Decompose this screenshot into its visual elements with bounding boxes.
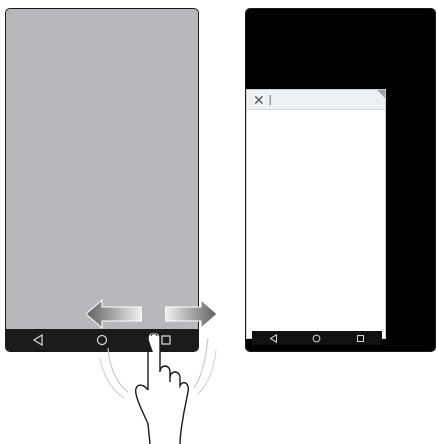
- recent-app-card[interactable]: ✕ |: [246, 89, 386, 339]
- back-button[interactable]: [25, 330, 51, 350]
- swipe-left-arrow-icon: [86, 299, 142, 329]
- card-header: ✕ |: [247, 90, 385, 110]
- home-icon: [312, 334, 321, 343]
- close-icon[interactable]: ✕: [253, 93, 265, 107]
- swipe-right-arrow-icon: [165, 299, 217, 329]
- navigation-bar: [252, 331, 382, 345]
- back-button[interactable]: [265, 331, 283, 345]
- recents-button[interactable]: [351, 331, 369, 345]
- back-icon: [269, 334, 278, 343]
- home-button[interactable]: [308, 331, 326, 345]
- right-phone-screen: ✕ |: [245, 8, 436, 352]
- card-title: |: [269, 94, 272, 106]
- recents-icon: [356, 334, 365, 343]
- card-corner-fold: [377, 90, 385, 98]
- back-icon: [32, 334, 44, 346]
- swipe-hand-icon: [98, 328, 218, 444]
